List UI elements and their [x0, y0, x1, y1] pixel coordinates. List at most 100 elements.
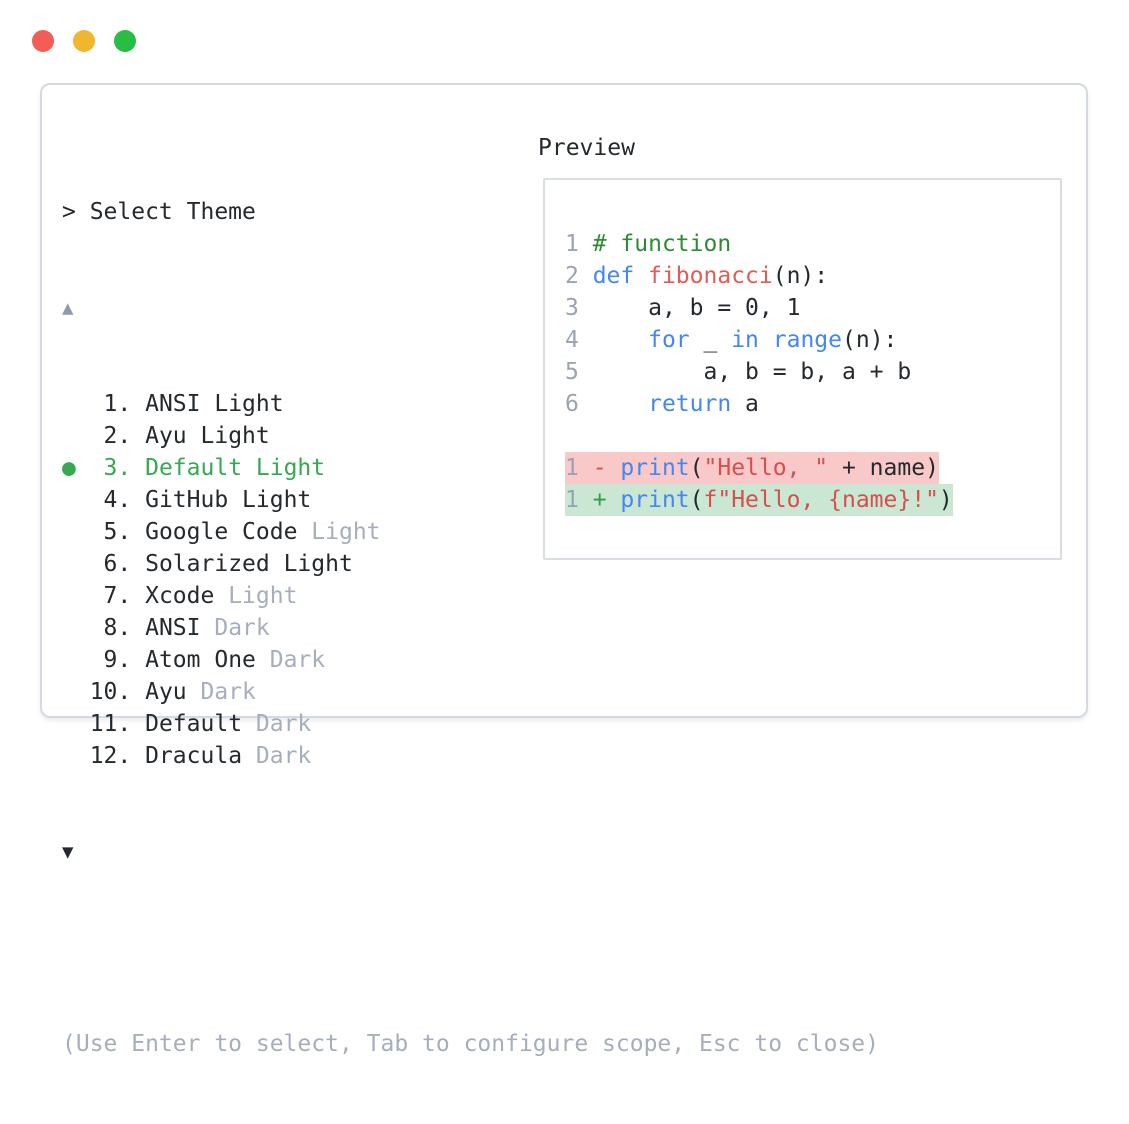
diff-added-line: 1 + print(f"Hello, {name}!") — [565, 484, 953, 516]
line-number: 3 — [565, 295, 593, 321]
marker-space — [62, 743, 76, 769]
item-variant-suffix: Dark — [255, 647, 326, 673]
code-token-string: f"Hello, {name}!" — [703, 487, 939, 513]
code-line: 5 a, b = b, a + b — [565, 356, 953, 388]
theme-list-item-9[interactable]: 9. Atom One Dark — [62, 644, 879, 676]
item-label: Google Code — [145, 519, 298, 545]
item-number: 10. — [75, 679, 146, 705]
scroll-down-icon[interactable]: ▼ — [62, 841, 74, 863]
code-token-string: "Hello, " — [703, 455, 829, 481]
item-label: Dracula — [145, 743, 243, 769]
item-variant-suffix: Dark — [242, 711, 312, 737]
item-number: 11. — [75, 711, 146, 737]
code-line — [565, 420, 953, 452]
code-token-keyword: in — [731, 327, 759, 353]
code-line: 1 # function — [565, 228, 953, 260]
marker-space — [62, 679, 76, 705]
item-number: 1. — [75, 391, 146, 417]
code-token-plain: _ — [689, 327, 732, 353]
marker-space — [62, 711, 76, 737]
theme-list-item-2[interactable]: 2. Ayu Light — [62, 420, 879, 452]
theme-list-item-8[interactable]: 8. ANSI Dark — [62, 612, 879, 644]
item-label: ANSI Light — [145, 391, 284, 417]
select-theme-prompt: > Select Theme — [62, 199, 256, 225]
item-label: Ayu Light — [145, 423, 270, 449]
code-token-plain: a — [731, 391, 759, 417]
marker-space — [62, 487, 76, 513]
item-variant-suffix: Dark — [186, 679, 256, 705]
line-number: 6 — [565, 391, 593, 417]
code-line: 1 + print(f"Hello, {name}!") — [565, 484, 953, 516]
marker-space — [62, 647, 76, 673]
code-line: 1 - print("Hello, " + name) — [565, 452, 953, 484]
code-line: 3 a, b = 0, 1 — [565, 292, 953, 324]
item-number: 7. — [75, 583, 146, 609]
item-number: 3. — [75, 455, 146, 481]
item-number: 6. — [75, 551, 146, 577]
item-number: 9. — [75, 647, 146, 673]
diff-removed-line: 1 - print("Hello, " + name) — [565, 452, 939, 484]
code-token-minus: - — [592, 455, 621, 481]
item-label: Solarized Light — [145, 551, 353, 577]
item-variant-suffix: Dark — [200, 615, 270, 641]
code-token-plain: a, b = 0, 1 — [592, 295, 801, 321]
close-button[interactable] — [32, 30, 54, 52]
item-label: ANSI — [145, 615, 201, 641]
selected-indicator-dot: ● — [62, 455, 76, 481]
item-label: Default — [145, 711, 243, 737]
theme-list-item-3[interactable]: ● 3. Default Light — [62, 452, 879, 484]
code-line: 2 def fibonacci(n): — [565, 260, 953, 292]
code-token-plain: ( — [689, 455, 704, 481]
code-token-plain: a, b = b, a + b — [592, 359, 912, 385]
code-token-plus: + — [592, 487, 621, 513]
maximize-button[interactable] — [114, 30, 136, 52]
code-token-function: fibonacci — [648, 263, 773, 289]
line-number: 5 — [565, 359, 593, 385]
code-token-plain: ) — [938, 487, 953, 513]
theme-list-item-6[interactable]: 6. Solarized Light — [62, 548, 879, 580]
code-token-plain — [593, 327, 648, 353]
code-token-keyword: print — [620, 455, 690, 481]
marker-space — [62, 551, 76, 577]
item-label: Xcode — [145, 583, 215, 609]
theme-list-item-5[interactable]: 5. Google Code Light — [62, 516, 879, 548]
minimize-button[interactable] — [73, 30, 95, 52]
line-number: 4 — [565, 327, 593, 353]
code-token-plain: + name) — [828, 455, 939, 481]
code-token-keyword: return — [648, 391, 732, 417]
code-token-plain: (n): — [842, 327, 898, 353]
code-token-keyword: def — [592, 263, 635, 289]
theme-list-item-12[interactable]: 12. Dracula Dark — [62, 740, 879, 772]
item-label: Atom One — [145, 647, 256, 673]
item-number: 8. — [75, 615, 146, 641]
code-token-plain — [634, 263, 648, 289]
scroll-up-icon[interactable]: ▲ — [62, 297, 74, 319]
desktop: { "window": { "controls": [ {"name": "cl… — [32, 30, 1088, 1057]
theme-list-item-1[interactable]: 1. ANSI Light — [62, 388, 879, 420]
code-token-plain — [759, 327, 773, 353]
code-line: 4 for _ in range(n): — [565, 324, 953, 356]
line-number: 1 — [565, 487, 593, 513]
window-controls — [32, 30, 136, 52]
theme-list-item-10[interactable]: 10. Ayu Dark — [62, 676, 879, 708]
code-token-plain: (n): — [772, 263, 829, 289]
theme-picker-window: > Select Theme ▲ 1. ANSI Light 2. Ayu Li… — [40, 83, 1088, 1057]
item-variant-suffix: Dark — [242, 743, 312, 769]
theme-list-item-7[interactable]: 7. Xcode Light — [62, 580, 879, 612]
theme-list-item-4[interactable]: 4. GitHub Light — [62, 484, 879, 516]
line-number: 1 — [565, 455, 593, 481]
spacer-row — [62, 932, 879, 964]
code-token-keyword: for — [648, 327, 690, 353]
item-label: GitHub Light — [145, 487, 312, 513]
code-token-keyword: print — [620, 487, 690, 513]
line-number: 1 — [565, 231, 593, 257]
theme-list-item-11[interactable]: 11. Default Dark — [62, 708, 879, 740]
line-number: 2 — [565, 263, 593, 289]
item-variant-suffix: Light — [214, 583, 298, 609]
item-label: Default Light — [145, 455, 326, 481]
marker-space — [62, 615, 76, 641]
item-number: 2. — [75, 423, 146, 449]
marker-space — [62, 423, 76, 449]
item-number: 12. — [75, 743, 146, 769]
